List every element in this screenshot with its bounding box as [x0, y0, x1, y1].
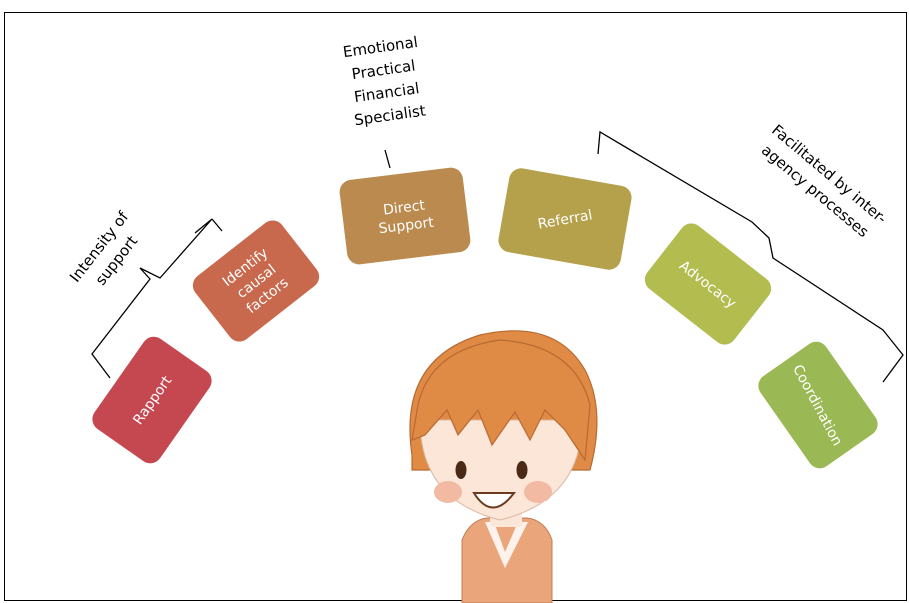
stage-box-identify-causal-factors: Identifycausalfactors — [192, 220, 320, 342]
left-cheek — [434, 481, 462, 503]
stage-box-referral: Referral — [498, 168, 632, 270]
stage-box-label: DirectSupport — [376, 197, 436, 238]
stage-box-shape — [192, 220, 320, 342]
support-types-connector — [384, 149, 391, 169]
support-type-financial: Financial — [353, 79, 421, 106]
left-bracket-end — [211, 218, 223, 232]
stage-box-shape — [92, 336, 212, 464]
right-bracket-label: Facilitated by inter- agency processes — [758, 121, 890, 241]
stage-box-shape — [498, 168, 632, 270]
stage-box-direct-support: DirectSupport — [339, 167, 471, 265]
stage-box-coordination: Coordination — [758, 341, 878, 469]
left-eye — [455, 461, 467, 479]
person-illustration — [409, 330, 598, 603]
support-type-specialist: Specialist — [353, 101, 427, 129]
right-bracket — [597, 130, 904, 383]
stage-box-rapport: Rapport — [92, 336, 212, 464]
stage-box-shape — [758, 341, 878, 469]
diagram-frame — [4, 12, 907, 601]
stage-box-label-line: Support — [378, 215, 435, 238]
hair-fringe — [411, 339, 591, 462]
right-cheek — [524, 481, 552, 503]
stage-box-advocacy: Advocacy — [644, 223, 772, 345]
smile — [472, 492, 517, 509]
support-type-practical: Practical — [351, 56, 417, 83]
support-types-label: Emotional Practical Financial Specialist — [342, 33, 427, 129]
right-eye — [516, 461, 528, 479]
stage-box-label-line: Direct — [382, 198, 426, 219]
stage-box-shape — [339, 167, 471, 265]
left-bracket-label: Intensity of support — [66, 208, 141, 289]
collar — [485, 522, 528, 568]
stage-box-shape — [644, 223, 772, 345]
